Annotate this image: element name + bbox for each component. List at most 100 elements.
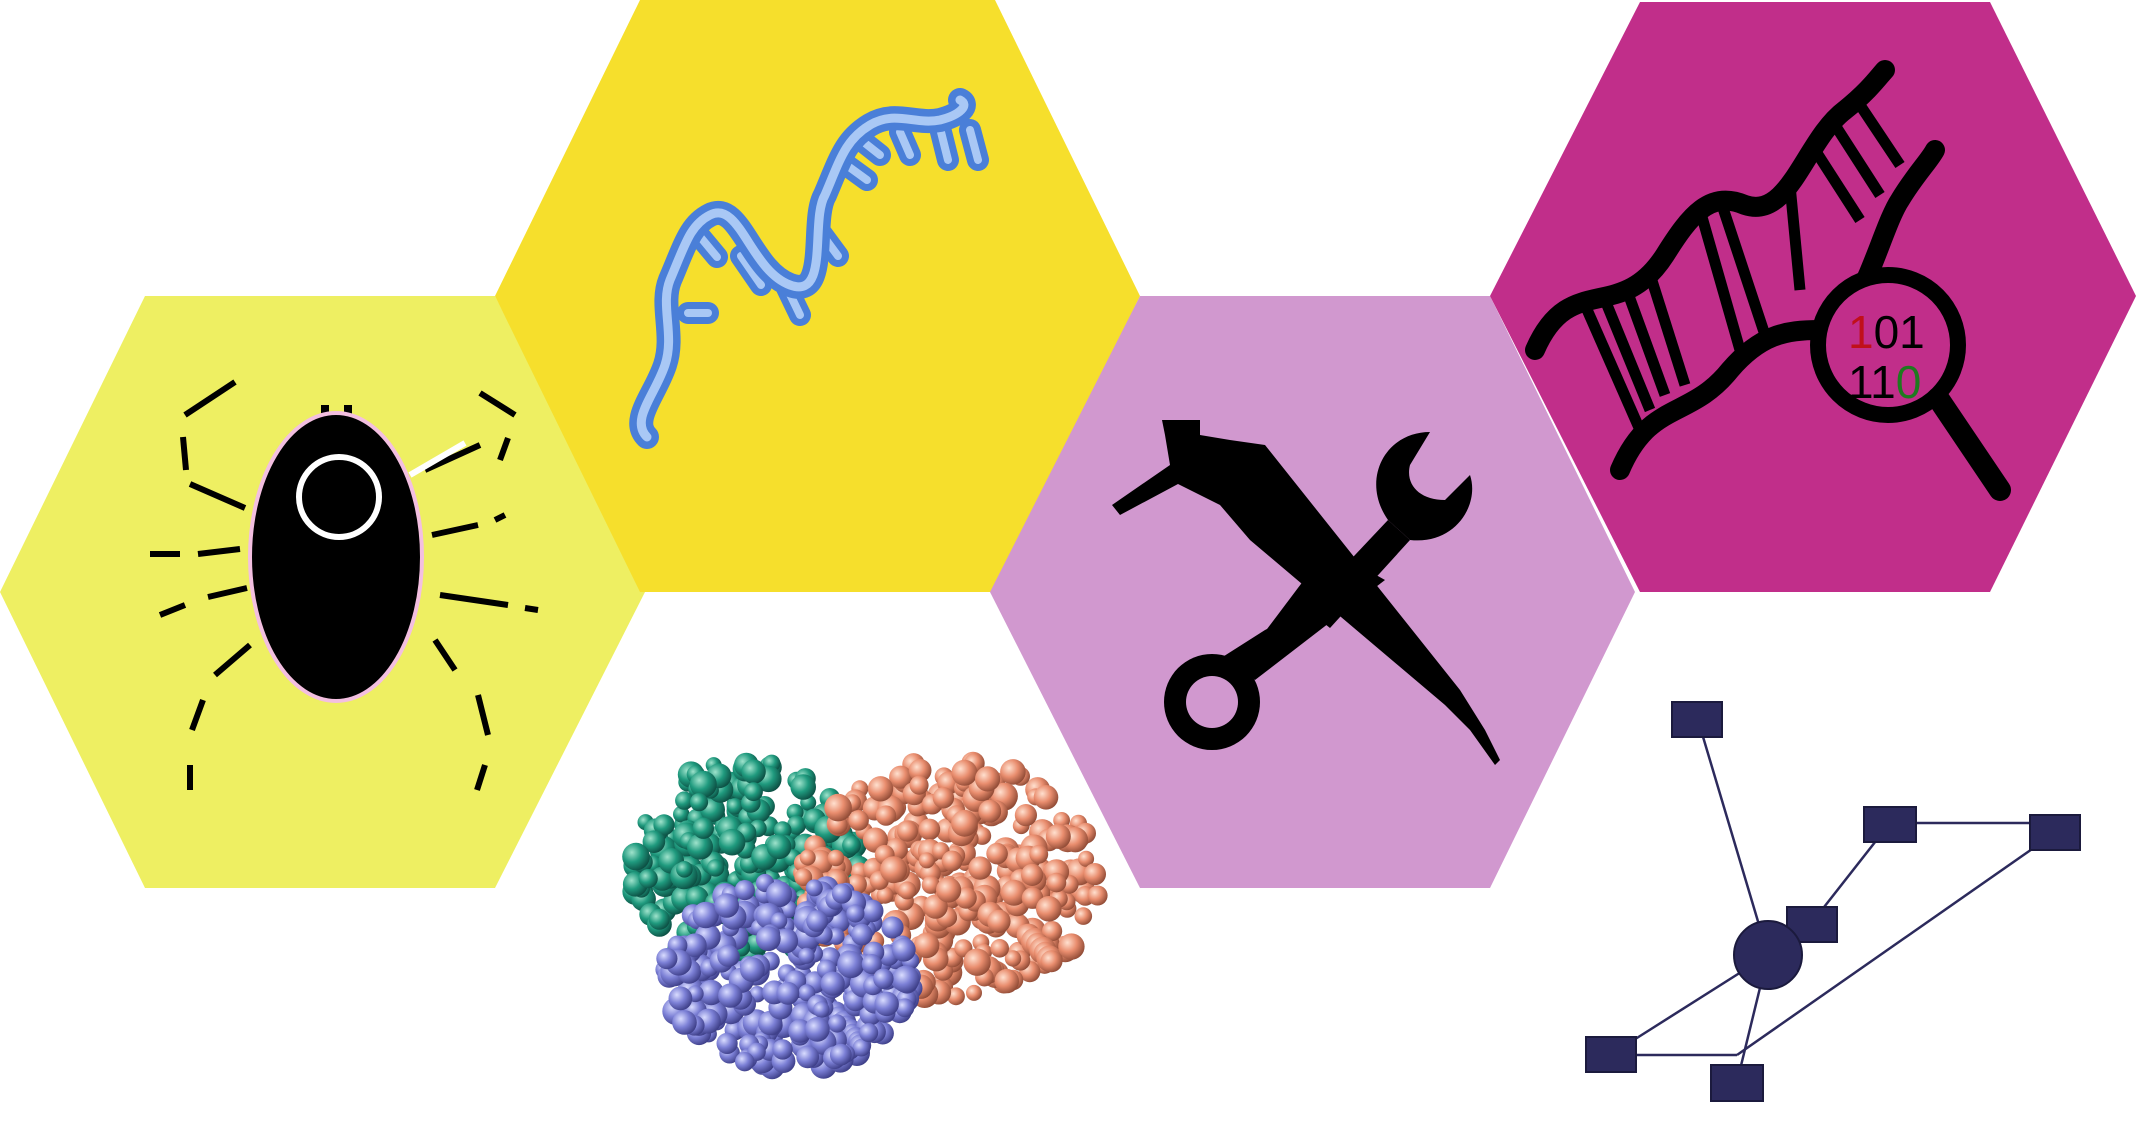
protein-atom [1042,921,1063,942]
protein-atom [918,852,935,869]
network-node [1863,806,1917,843]
tick-icon [150,379,539,791]
protein-atom [846,904,865,923]
protein-atom [1014,804,1037,827]
protein-atom [766,834,792,860]
binary-line2-rest: 11 [1848,356,1896,408]
protein-atom [638,869,658,889]
protein-atom [932,787,955,809]
protein-atom [936,877,962,903]
binary-line1-rest: 01 [1874,306,1925,358]
protein-atom [951,809,978,837]
protein-atom [806,910,828,932]
protein-atom [963,948,991,976]
protein-atom [852,1038,871,1057]
protein-atom [1021,863,1044,887]
protein-atom [880,856,908,884]
protein-atom [1058,933,1085,960]
protein-blob-icon [622,751,1108,1080]
protein-atom [676,861,693,878]
protein-atom [689,793,709,812]
svg-text:110: 110 [1848,356,1921,408]
network-node [2029,814,2081,851]
svg-text:101: 101 [1848,306,1925,358]
protein-atom [1036,896,1062,922]
binary-line2-highlight: 0 [1896,356,1922,408]
protein-atom [770,912,788,929]
protein-atom [876,886,894,904]
protein-atom [851,923,873,946]
protein-atom [873,968,894,989]
protein-atom [668,986,693,1011]
protein-atom [947,987,965,1006]
protein-atom [794,868,813,887]
protein-atom [975,766,1001,792]
protein-atom [687,833,713,860]
network-graph-icon [1609,719,2056,1083]
binary-line1-highlight: 1 [1848,306,1874,358]
protein-atom [726,798,743,815]
protein-atom [718,983,743,1008]
protein-atom [698,979,724,1006]
tick-eye [296,454,382,540]
protein-atom [921,875,940,894]
protein-atom [656,948,678,970]
protein-atom [881,916,904,939]
rna-strand-icon [629,88,989,449]
protein-atom [913,932,940,959]
protein-atom [1000,879,1027,906]
protein-atom [744,782,763,802]
protein-atom [867,776,894,802]
protein-atom [716,1032,738,1054]
protein-atom [987,909,1011,933]
protein-atom [941,850,963,872]
protein-atom [859,1023,879,1043]
protein-atom [717,944,740,967]
protein-atom [848,810,869,831]
protein-atom [842,835,861,855]
network-hub [1733,920,1803,990]
protein-atom [648,908,670,930]
protein-atom [990,939,1009,958]
protein-atom [706,859,725,877]
protein-atom [1074,907,1093,925]
protein-atom [978,799,1002,823]
protein-atom [776,981,800,1005]
protein-atom [790,774,816,800]
protein-atom [766,881,793,908]
protein-atom [804,1016,830,1042]
protein-atom [824,793,852,822]
protein-atom [874,991,899,1017]
protein-atom [1004,950,1022,967]
protein-atom [1078,850,1095,867]
protein-atom [860,899,884,923]
protein-atom [875,805,897,826]
protein-atom [820,971,845,996]
protein-atom [798,947,815,964]
protein-atom [908,759,932,782]
protein-atom [827,849,845,867]
protein-atom [1033,785,1059,810]
protein-atom [889,765,913,789]
network-nodes [1585,701,2081,1102]
network-node [1710,1064,1764,1102]
magnifier-handle [1927,387,2011,501]
pipette-wrench-icon [1112,420,1500,765]
protein-atom [642,830,666,853]
protein-atom [968,856,992,880]
protein-atom [837,950,865,979]
protein-atom [682,933,707,958]
protein-atom [1029,844,1049,864]
protein-atom [831,883,853,904]
protein-atom [718,828,746,856]
protein-atom [897,820,918,842]
protein-atom [622,842,650,871]
protein-atom [891,937,916,962]
protein-atom [689,770,717,798]
protein-atom [796,1045,820,1069]
protein-atom [994,968,1019,994]
protein-atom [1040,950,1063,973]
protein-atom [805,879,823,897]
